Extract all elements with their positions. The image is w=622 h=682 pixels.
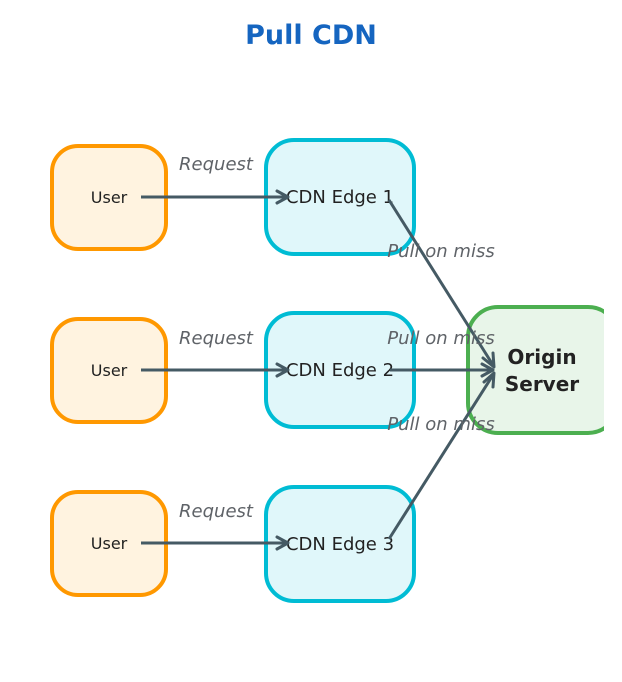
cdn-edge-2-label: CDN Edge 2 — [286, 360, 394, 381]
cdn-edge-node-2: CDN Edge 2 — [264, 311, 416, 429]
cdn-edge-1-label: CDN Edge 1 — [286, 187, 394, 208]
request-arrow-1 — [141, 189, 290, 205]
cdn-edge-3-label: CDN Edge 3 — [286, 534, 394, 555]
user-node-3: User — [50, 490, 168, 597]
pull-arrow-1 — [387, 199, 496, 369]
user-label: User — [91, 534, 128, 553]
origin-label-line1: Origin — [507, 345, 576, 369]
request-label-1: Request — [179, 154, 254, 175]
pull-arrow-3 — [387, 371, 496, 540]
request-arrow-2 — [141, 362, 290, 378]
user-label: User — [91, 188, 128, 207]
pull-label-1: Pull on miss — [387, 241, 494, 262]
request-label-2: Request — [179, 328, 254, 349]
pull-label-3: Pull on miss — [387, 414, 494, 435]
cdn-edge-node-1: CDN Edge 1 — [264, 138, 416, 256]
cdn-edge-node-3: CDN Edge 3 — [264, 485, 416, 603]
diagram-title: Pull CDN — [245, 20, 377, 51]
request-arrow-3 — [141, 535, 290, 551]
user-label: User — [91, 361, 128, 380]
request-label-3: Request — [179, 501, 254, 522]
pull-arrow-2 — [390, 362, 495, 378]
pull-label-2: Pull on miss — [387, 328, 494, 349]
origin-label-line2: Server — [505, 372, 579, 396]
